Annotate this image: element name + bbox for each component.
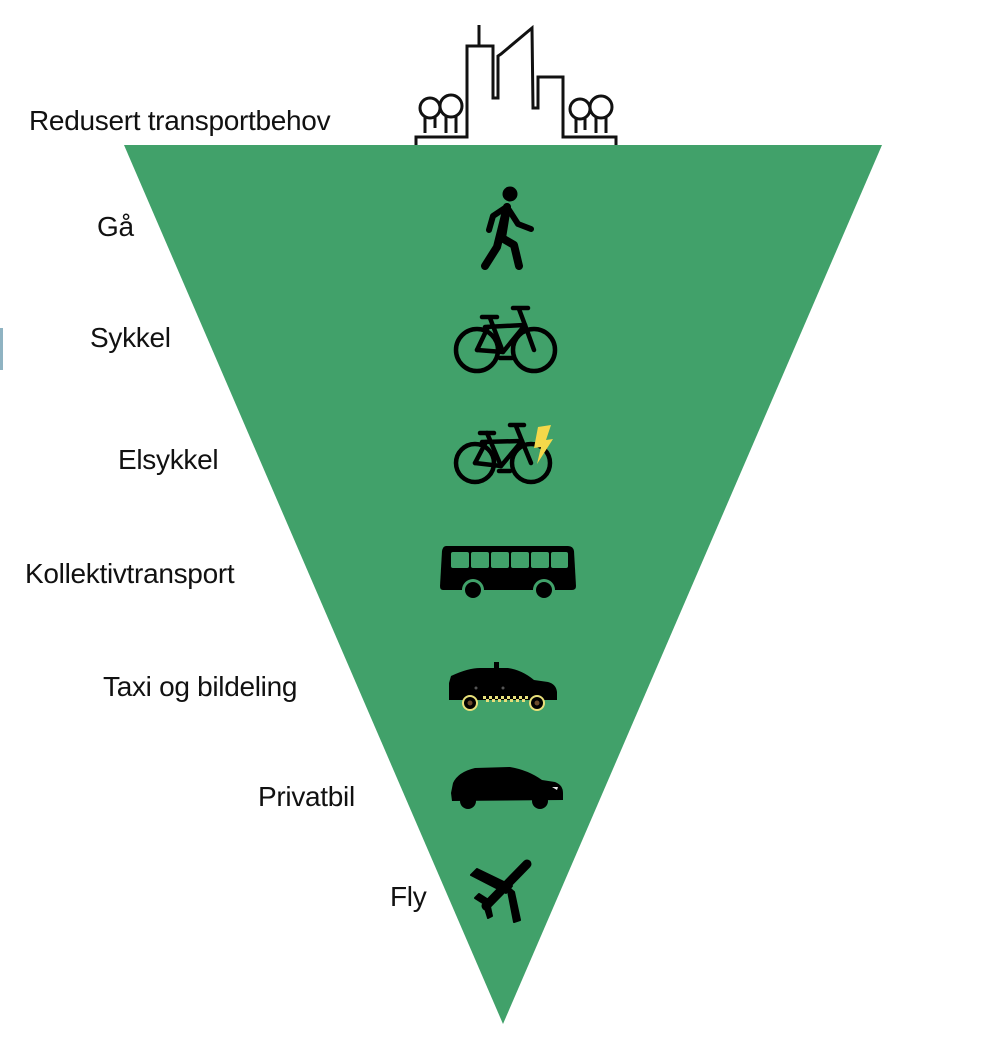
taxi-icon [449,662,557,711]
bicycle-icon [453,305,558,374]
airplane-icon [470,859,532,923]
label-kollektivtransport: Kollektivtransport [25,558,235,589]
electric-bicycle-icon [453,422,553,485]
car-icon [451,767,563,809]
pedestrian-icon [481,186,534,270]
label-redusert-transportbehov: Redusert transportbehov [29,105,331,136]
bus-icon [440,546,576,601]
city-skyline-with-trees-icon [414,24,618,145]
label-ga: Gå [97,211,134,242]
label-privatbil: Privatbil [258,781,355,812]
lightning-bolt-icon [534,425,553,464]
left-edge-mark [0,328,3,370]
label-fly: Fly [390,881,427,912]
label-sykkel: Sykkel [90,322,171,353]
label-taxi-og-bildeling: Taxi og bildeling [103,671,298,702]
label-elsykkel: Elsykkel [118,444,219,475]
